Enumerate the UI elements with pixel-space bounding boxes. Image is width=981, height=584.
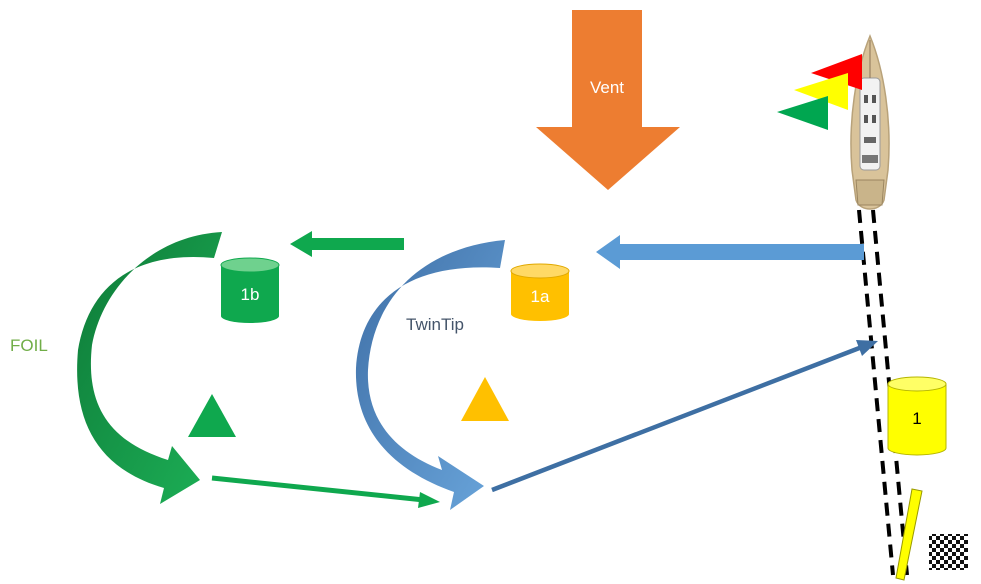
mark-1a-label: 1a — [531, 287, 550, 306]
mark-1-label: 1 — [912, 409, 921, 428]
yellow-flag-icon — [794, 73, 848, 110]
mark-1a: 1a — [510, 263, 570, 321]
twintip-downwind-arrow — [596, 235, 864, 269]
start-line — [857, 209, 909, 576]
wind-label: Vent — [590, 78, 624, 97]
mark-1b-label: 1b — [241, 285, 260, 304]
twintip-reach-arrow — [491, 340, 878, 493]
checkered-flag-icon — [929, 534, 968, 570]
foil-reach-arrow — [211, 475, 440, 508]
twintip-rounding-arrow — [355, 240, 505, 510]
finish-pin-icon — [895, 488, 923, 581]
orange-triangle-mark-icon — [461, 377, 509, 421]
mark-1: 1 — [887, 376, 947, 456]
green-triangle-mark-icon — [188, 394, 236, 437]
foil-leg-arrow — [290, 231, 404, 257]
mark-1b: 1b — [220, 257, 280, 323]
foil-label: FOIL — [10, 336, 48, 355]
foil-rounding-arrow — [77, 232, 223, 504]
red-flag-icon — [811, 54, 862, 90]
twintip-label: TwinTip — [406, 315, 464, 334]
green-flag-icon — [777, 96, 828, 130]
wind-arrow: Vent — [536, 10, 680, 190]
